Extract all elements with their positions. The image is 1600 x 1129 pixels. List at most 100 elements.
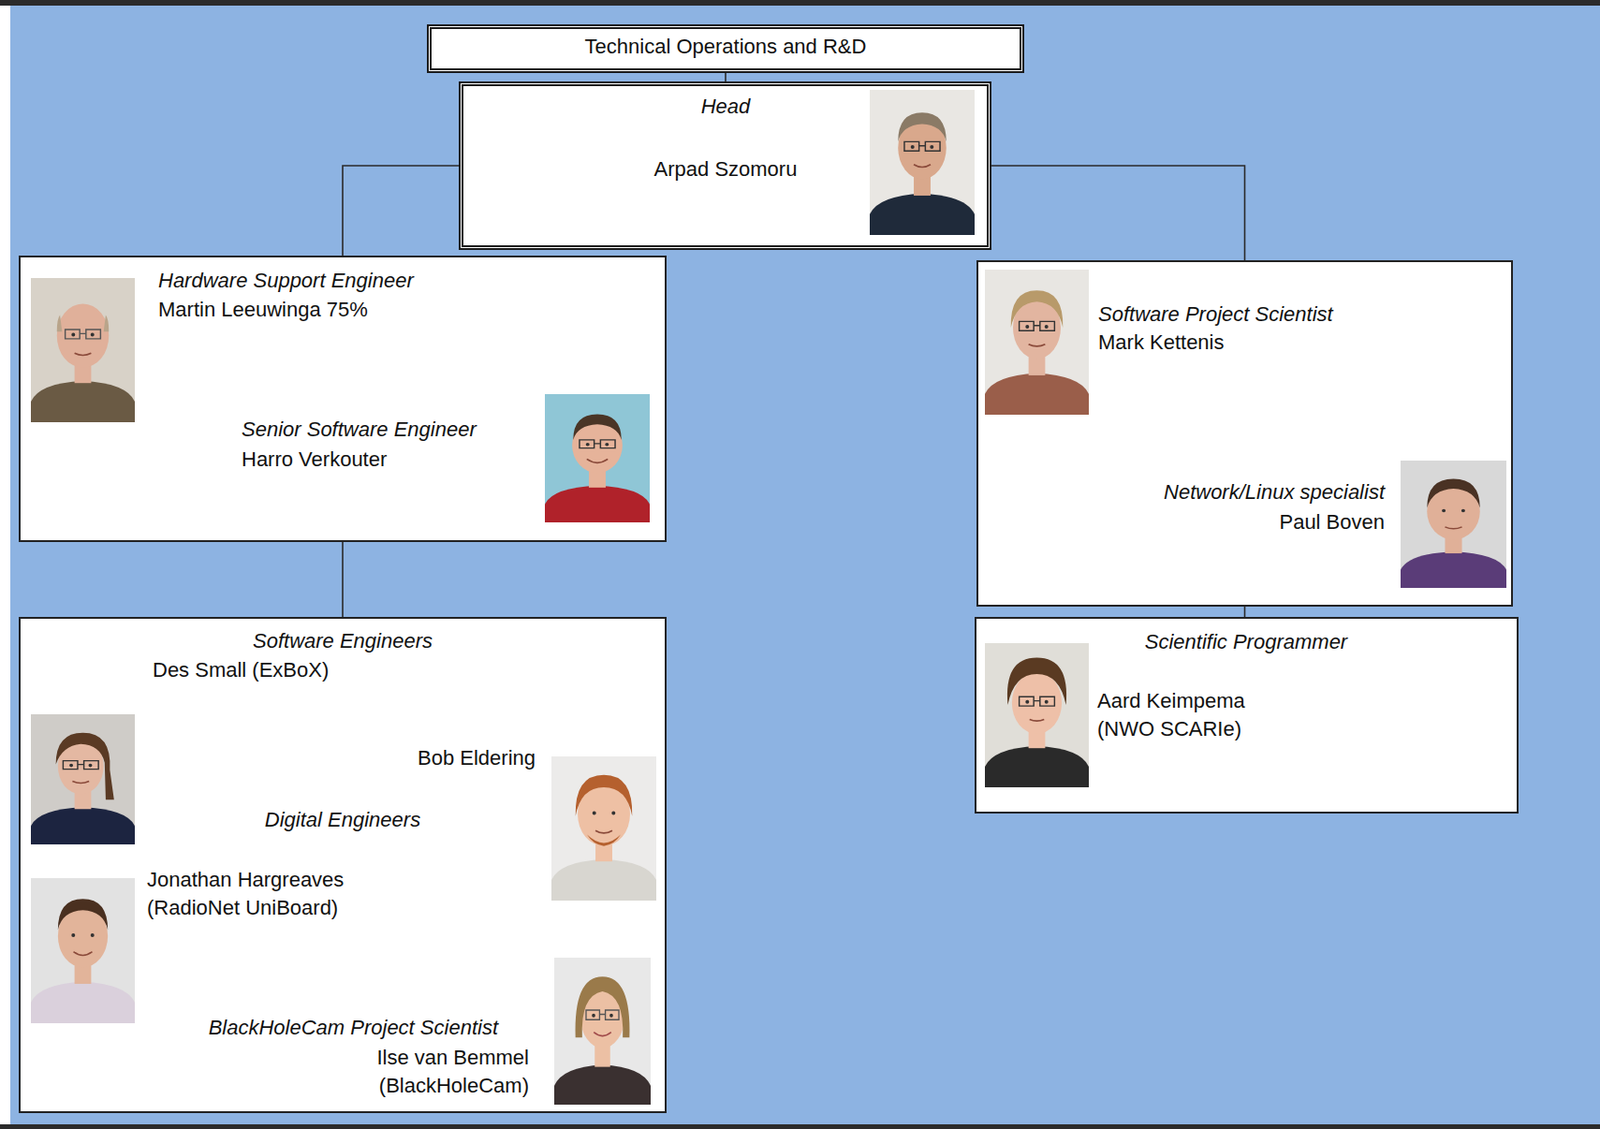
mouth (73, 952, 93, 956)
portrait-photo (30, 878, 135, 1024)
shirt (869, 193, 975, 235)
person-name: Harro Verkouter (241, 445, 387, 474)
eyes (910, 145, 935, 149)
eyes (71, 333, 94, 338)
shirt (30, 381, 135, 423)
role-title: Software Project Scientist (1098, 300, 1334, 329)
mouth (587, 458, 608, 463)
mouth (74, 352, 92, 355)
role-title: Software Engineers (252, 627, 433, 656)
mouth (1029, 719, 1045, 721)
hair (572, 414, 622, 441)
hair (1011, 290, 1064, 328)
chart-title: Technical Operations and R&D (585, 32, 867, 61)
face (57, 304, 110, 368)
head-box: HeadArpad Szomoru (458, 81, 992, 250)
portrait-photo (984, 643, 1089, 788)
person-name: Bob Eldering (417, 744, 536, 773)
team-box: Software EngineersDes Small (ExBoX) Bob E… (18, 616, 667, 1114)
photo-background (869, 89, 975, 235)
face (58, 738, 104, 795)
glasses (586, 1010, 619, 1020)
glasses (904, 141, 940, 151)
glasses (579, 440, 616, 449)
portrait-photo (551, 756, 657, 901)
mouth (1028, 344, 1046, 347)
eyes (71, 933, 94, 938)
neck (1028, 723, 1046, 749)
face (58, 905, 108, 968)
person-name: Paul Boven (1278, 508, 1385, 537)
eyes (592, 811, 617, 816)
hair (56, 733, 115, 800)
person-name: Mark Kettenis (1098, 328, 1225, 357)
mouth (72, 780, 89, 783)
neck (74, 358, 92, 383)
hair (1007, 657, 1067, 705)
portrait-photo (544, 394, 650, 523)
photo-background (544, 394, 650, 523)
shirt (544, 485, 650, 523)
role-title: Digital Engineers (264, 806, 421, 835)
face (580, 984, 625, 1048)
hair (897, 112, 947, 142)
bottom-rule (0, 1124, 1600, 1129)
team-box: Scientific ProgrammerAard Keimpema (NWO … (974, 616, 1519, 814)
glasses (1019, 321, 1056, 331)
photo-background (984, 643, 1089, 788)
hair (575, 775, 633, 847)
connector-line (724, 73, 727, 82)
photo-background (554, 957, 651, 1105)
team-box: Hardware Support EngineerMartin Leeuwing… (18, 255, 667, 543)
mouth (593, 1032, 612, 1037)
shirt (30, 982, 135, 1024)
face (1012, 672, 1062, 734)
neck (74, 786, 92, 809)
glasses (65, 329, 102, 339)
person-name: Des Small (ExBoX) (152, 656, 329, 685)
connector-line (1244, 606, 1247, 617)
neck (1028, 350, 1046, 376)
portrait-photo (984, 269, 1089, 415)
role-title: Head (701, 92, 751, 121)
neck (913, 170, 931, 196)
neck (595, 836, 613, 862)
photo-background (30, 878, 135, 1024)
photo-background (30, 278, 135, 423)
photo-background (984, 269, 1089, 415)
shirt (554, 1064, 651, 1105)
person-name: Arpad Szomoru (654, 155, 798, 184)
neck (588, 465, 606, 487)
photo-background (1400, 460, 1507, 588)
eyes (1025, 324, 1048, 329)
face (1012, 296, 1061, 359)
role-title: Hardware Support Engineer (158, 266, 414, 295)
hair (57, 315, 110, 333)
neck (74, 958, 92, 984)
photo-background (30, 714, 135, 845)
hair (575, 976, 631, 1038)
eyes (1025, 700, 1048, 705)
blue-panel (10, 5, 1600, 1125)
shirt (30, 807, 135, 845)
shirt (984, 373, 1089, 415)
shirt (1400, 551, 1507, 588)
glasses (1019, 696, 1056, 706)
title-box: Technical Operations and R&D (426, 24, 1025, 74)
eyes (586, 442, 610, 447)
person-name: Aard Keimpema (NWO SCARIe) (1097, 687, 1294, 743)
hair (58, 898, 108, 930)
eyes (1441, 509, 1466, 514)
shirt (551, 859, 657, 901)
portrait-photo (30, 714, 135, 845)
connector-line (991, 165, 1246, 261)
face (577, 782, 631, 847)
shirt (984, 746, 1089, 788)
glasses (62, 761, 99, 770)
portrait-photo (869, 89, 975, 235)
connector-line (342, 165, 459, 256)
face (572, 417, 623, 473)
